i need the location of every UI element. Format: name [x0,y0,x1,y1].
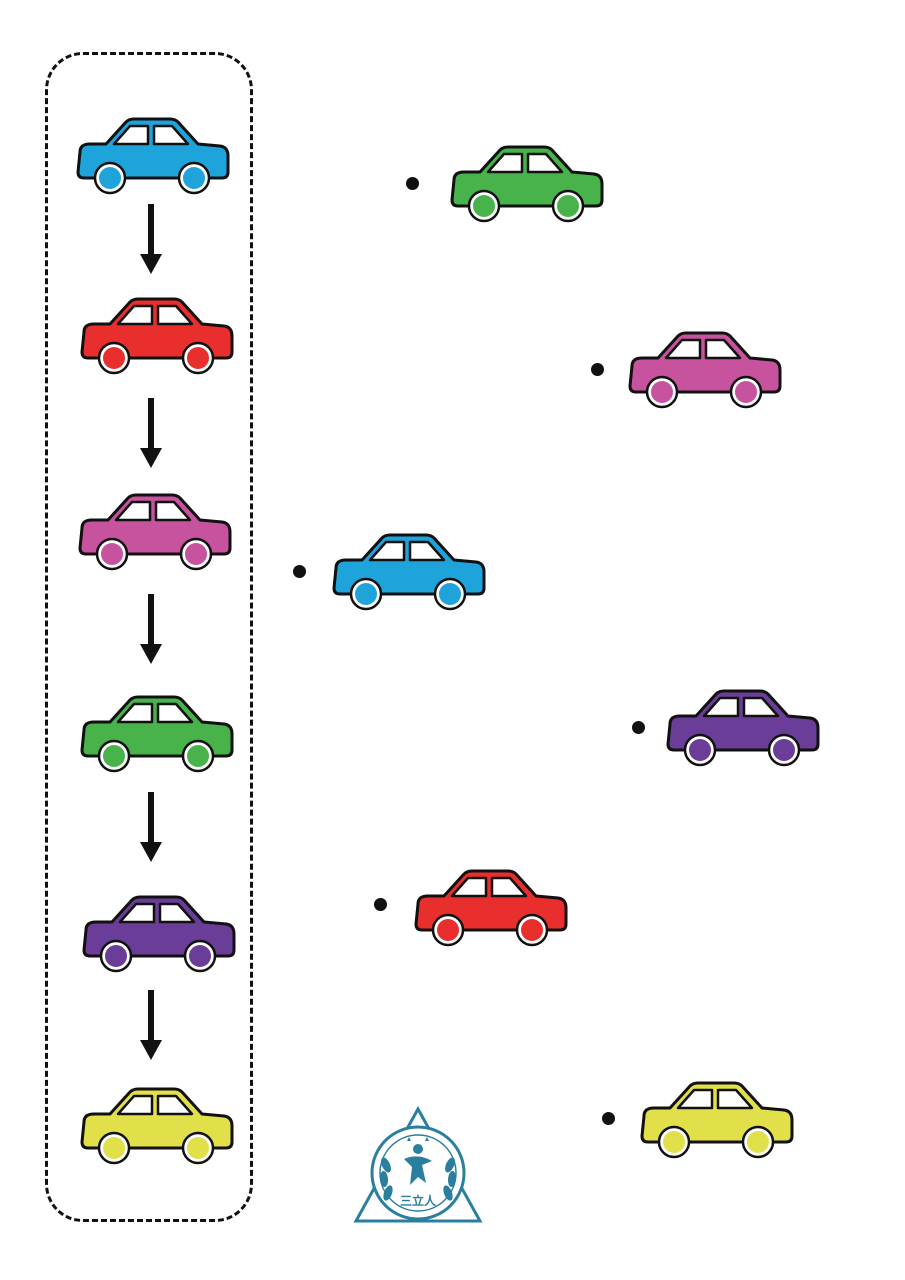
matching-dot-icon[interactable] [293,565,306,578]
matching-dot-icon[interactable] [602,1112,615,1125]
down-arrow-icon [140,204,162,274]
answer-car-blue [332,533,486,611]
sequence-car-blue [76,117,230,195]
answer-car-green [450,145,604,223]
down-arrow-icon [140,594,162,664]
matching-dot-icon[interactable] [632,721,645,734]
answer-car-purple [666,689,820,767]
down-arrow-icon [140,990,162,1060]
sequence-car-red [80,297,234,375]
answer-car-red [414,869,568,947]
matching-dot-icon[interactable] [591,363,604,376]
down-arrow-icon [140,398,162,468]
answer-car-yellow [640,1081,794,1159]
sequence-car-yellow [80,1087,234,1165]
sequence-frame [45,52,253,1222]
sequence-car-purple [82,895,236,973]
matching-dot-icon[interactable] [374,898,387,911]
brand-seal-logo: 三立人 [353,1105,483,1223]
logo-text: 三立人 [400,1193,437,1208]
matching-dot-icon[interactable] [406,177,419,190]
answer-car-pink [628,331,782,409]
down-arrow-icon [140,792,162,862]
sequence-car-green [80,695,234,773]
sequence-car-pink [78,493,232,571]
